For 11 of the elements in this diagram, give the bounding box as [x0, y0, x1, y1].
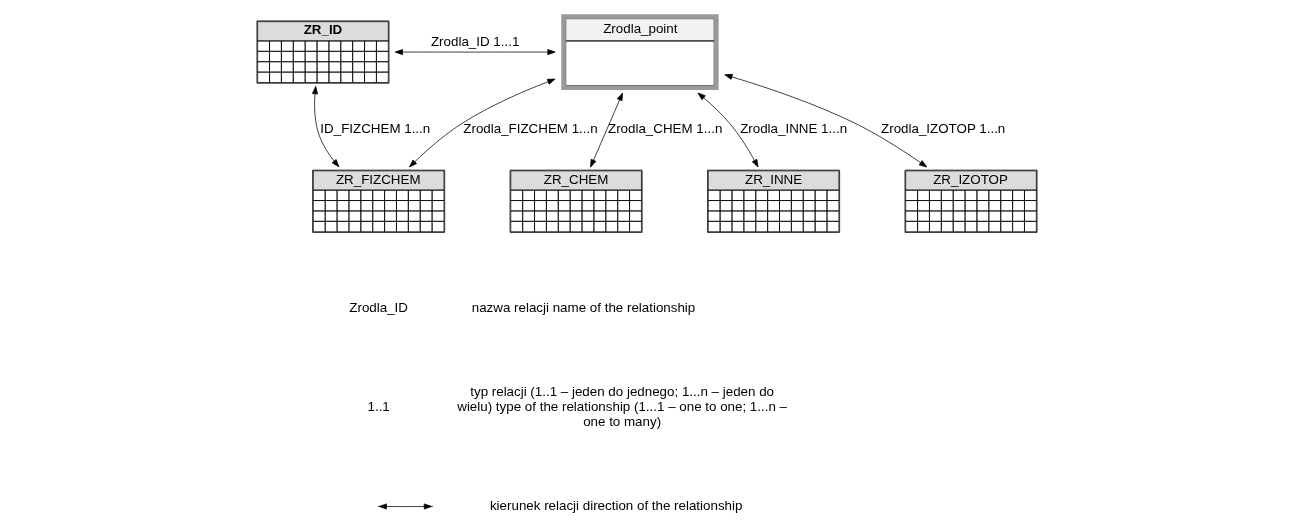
- edge-label: Zrodla_IZOTOP 1...n: [881, 121, 1006, 137]
- edge-label: Zrodla_FIZCHEM 1...n: [463, 121, 598, 137]
- edge-label: Zrodla_CHEM 1...n: [608, 121, 723, 137]
- label: Zrodla_ID: [349, 300, 408, 316]
- edge-label: Zrodla_INNE 1...n: [740, 121, 848, 137]
- label: 1..1: [367, 398, 390, 414]
- legend-label: kierunek relacji direction of the relationship: [489, 497, 743, 513]
- edge-label: Zrodla_ID 1...1: [430, 33, 520, 49]
- legend-label: typ relacji (1..1 – jeden do jednego; 1...n – jeden do wielu) type of the relationship (1...1 – one to one; 1...n – one to many): [457, 384, 788, 429]
- edge-label: ID_FIZCHEM 1...n: [320, 121, 431, 137]
- legend-label: nazwa relacji name of the relationship: [471, 300, 696, 316]
